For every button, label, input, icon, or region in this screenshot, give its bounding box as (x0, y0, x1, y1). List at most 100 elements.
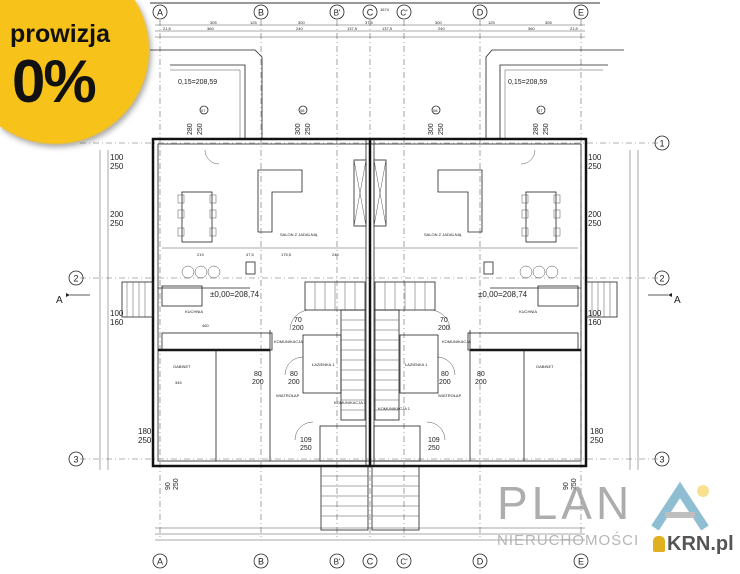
svg-text:100: 100 (110, 309, 124, 318)
svg-text:A: A (157, 8, 163, 18)
svg-text:B': B' (334, 558, 341, 567)
krn-logo: KRN.pl (653, 534, 734, 554)
axis-B-prime: B' B' (329, 4, 345, 569)
svg-text:219: 219 (197, 252, 204, 257)
axis-C: C C (362, 4, 378, 569)
svg-text:200: 200 (439, 379, 451, 386)
svg-text:0,15=208,59: 0,15=208,59 (178, 79, 217, 86)
axis-E: E E (573, 4, 589, 569)
axis-B: B B (253, 4, 269, 569)
svg-text:360: 360 (528, 26, 535, 31)
svg-text:KUCHNIA: KUCHNIA (519, 309, 537, 314)
svg-text:200: 200 (288, 379, 300, 386)
svg-text:100: 100 (588, 153, 602, 162)
svg-text:250: 250 (543, 123, 550, 135)
svg-text:C: C (367, 8, 374, 18)
svg-text:125: 125 (250, 20, 257, 25)
svg-text:70: 70 (294, 317, 302, 324)
svg-text:07: 07 (201, 108, 206, 113)
svg-text:250: 250 (588, 162, 602, 171)
svg-text:08: 08 (433, 108, 438, 113)
svg-text:3: 3 (73, 455, 78, 465)
svg-text:160: 160 (110, 318, 124, 327)
dimension-lines-top: 1674 305 125 300 37,5 300 125 305 21,5 3… (99, 7, 639, 541)
svg-text:240: 240 (438, 26, 445, 31)
svg-text:250: 250 (590, 436, 604, 445)
svg-text:80: 80 (441, 371, 449, 378)
svg-text:80: 80 (254, 371, 262, 378)
svg-text:21,5: 21,5 (570, 26, 579, 31)
svg-text:0,15=208,59: 0,15=208,59 (508, 79, 547, 86)
svg-text:KOMUNIKACJA 1: KOMUNIKACJA 1 (378, 406, 411, 411)
svg-text:80: 80 (477, 371, 485, 378)
svg-text:WIATROŁAP: WIATROŁAP (438, 393, 462, 398)
svg-text:37,5: 37,5 (365, 20, 374, 25)
terrace-right: 0,15=208,59 (485, 49, 624, 138)
svg-text:B: B (258, 557, 264, 567)
krn-logo-text: KRN.pl (667, 533, 734, 555)
svg-text:109: 109 (428, 437, 440, 444)
svg-text:±0,00=208,74: ±0,00=208,74 (478, 290, 528, 299)
svg-text:250: 250 (305, 123, 312, 135)
svg-text:GABINET: GABINET (173, 364, 191, 369)
commission-badge: prowizja 0% (0, 0, 150, 146)
svg-text:3: 3 (659, 455, 664, 465)
svg-text:125: 125 (488, 20, 495, 25)
svg-text:305: 305 (210, 20, 217, 25)
svg-text:240: 240 (296, 26, 303, 31)
svg-text:C': C' (400, 558, 408, 567)
svg-text:C': C' (400, 9, 408, 18)
svg-text:109: 109 (300, 437, 312, 444)
badge-line2: 0% (12, 48, 97, 115)
plan-logo-subtitle: NIERUCHOMOŚCI (497, 532, 640, 549)
plan-logo-mark (651, 481, 709, 531)
furniture (161, 159, 579, 351)
svg-text:ŁAZIENKA 1: ŁAZIENKA 1 (312, 362, 335, 367)
svg-text:±0,00=208,74: ±0,00=208,74 (210, 290, 260, 299)
section-markers: A A (56, 293, 681, 306)
svg-text:D: D (477, 8, 484, 18)
svg-text:KUCHNIA: KUCHNIA (185, 309, 203, 314)
svg-text:200: 200 (588, 210, 602, 219)
svg-text:E: E (578, 557, 584, 567)
svg-text:250: 250 (588, 219, 602, 228)
svg-text:D: D (477, 557, 484, 567)
svg-text:250: 250 (438, 123, 445, 135)
axis-2: 2 2 (68, 270, 670, 286)
svg-text:200: 200 (110, 210, 124, 219)
svg-text:250: 250 (428, 445, 440, 452)
svg-text:A: A (157, 557, 163, 567)
svg-text:WIATROŁAP: WIATROŁAP (276, 393, 300, 398)
svg-text:KOMUNIKACJA: KOMUNIKACJA (274, 339, 303, 344)
svg-text:250: 250 (300, 445, 312, 452)
svg-text:280: 280 (187, 123, 194, 135)
svg-text:137,5: 137,5 (382, 26, 393, 31)
svg-text:21,5: 21,5 (163, 26, 172, 31)
svg-text:300: 300 (295, 123, 302, 135)
svg-text:345: 345 (175, 380, 182, 385)
axis-D: D D (472, 4, 488, 569)
svg-text:180: 180 (138, 427, 152, 436)
svg-text:A: A (674, 295, 681, 306)
svg-text:70: 70 (440, 317, 448, 324)
svg-text:1: 1 (659, 139, 664, 149)
axis-3: 3 3 (68, 451, 670, 467)
svg-text:160: 160 (588, 318, 602, 327)
svg-text:2: 2 (659, 274, 664, 284)
svg-text:137,5: 137,5 (347, 26, 358, 31)
svg-text:C: C (367, 557, 374, 567)
svg-text:250: 250 (197, 123, 204, 135)
svg-text:250: 250 (138, 436, 152, 445)
svg-text:200: 200 (252, 379, 264, 386)
svg-text:A: A (56, 295, 63, 306)
plan-logo-text: PLAN (497, 477, 634, 529)
svg-text:08: 08 (300, 108, 305, 113)
svg-text:2: 2 (73, 274, 78, 284)
svg-text:GABINET: GABINET (536, 364, 554, 369)
svg-text:KOMUNIKACJA 1: KOMUNIKACJA 1 (334, 400, 367, 405)
svg-text:300: 300 (428, 123, 435, 135)
svg-text:200: 200 (292, 325, 304, 332)
svg-text:305: 305 (545, 20, 552, 25)
